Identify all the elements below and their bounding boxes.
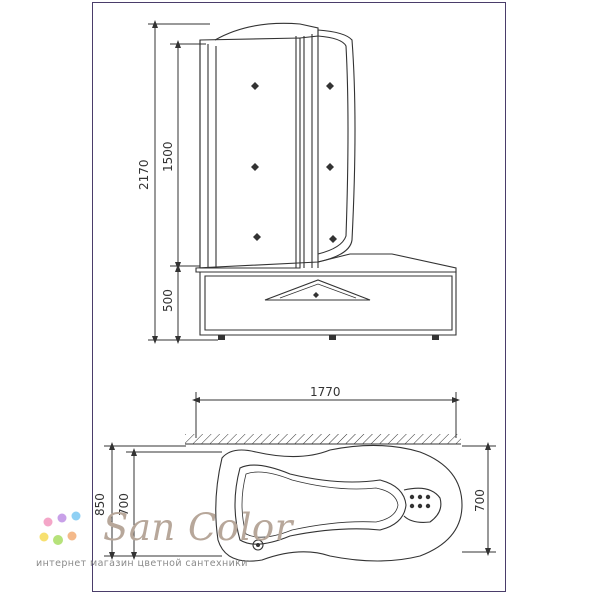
logo-wordmark: San Color	[103, 506, 293, 549]
label-total-height: 2170	[137, 159, 151, 190]
headrest	[403, 487, 442, 523]
cabin-front-glass	[317, 29, 356, 263]
drain	[252, 539, 264, 551]
side-dimensions	[148, 20, 218, 344]
logo-dot	[43, 517, 53, 527]
tub-feet	[218, 335, 439, 340]
logo-dot	[71, 511, 81, 521]
label-width-inner: 700	[117, 493, 131, 516]
logo-dot	[67, 531, 77, 541]
tub-basin-inner	[234, 464, 407, 545]
cabin-top	[214, 22, 319, 41]
label-base-height: 500	[161, 289, 175, 312]
jet-nozzles	[251, 82, 337, 243]
cabin-back-panel	[199, 37, 301, 269]
drawing-frame	[92, 2, 506, 592]
logo-tagline: интернет магазин цветной сантехники	[36, 558, 248, 569]
logo-dots	[39, 511, 81, 545]
wall-hatch	[185, 434, 461, 444]
tub-base	[199, 271, 457, 336]
label-cabin-height: 1500	[161, 141, 175, 172]
label-width-right: 700	[473, 489, 487, 512]
side-view	[195, 22, 457, 340]
label-length: 1770	[310, 385, 341, 399]
logo-dot	[53, 535, 63, 545]
tub-rim	[195, 253, 457, 273]
top-view	[185, 434, 463, 562]
label-width-outer: 850	[93, 493, 107, 516]
top-dimensions	[104, 392, 496, 560]
tub-outline-outer	[215, 444, 463, 562]
front-panel-triangle	[264, 279, 371, 301]
logo-dot	[39, 532, 49, 542]
logo-dot	[57, 513, 67, 523]
